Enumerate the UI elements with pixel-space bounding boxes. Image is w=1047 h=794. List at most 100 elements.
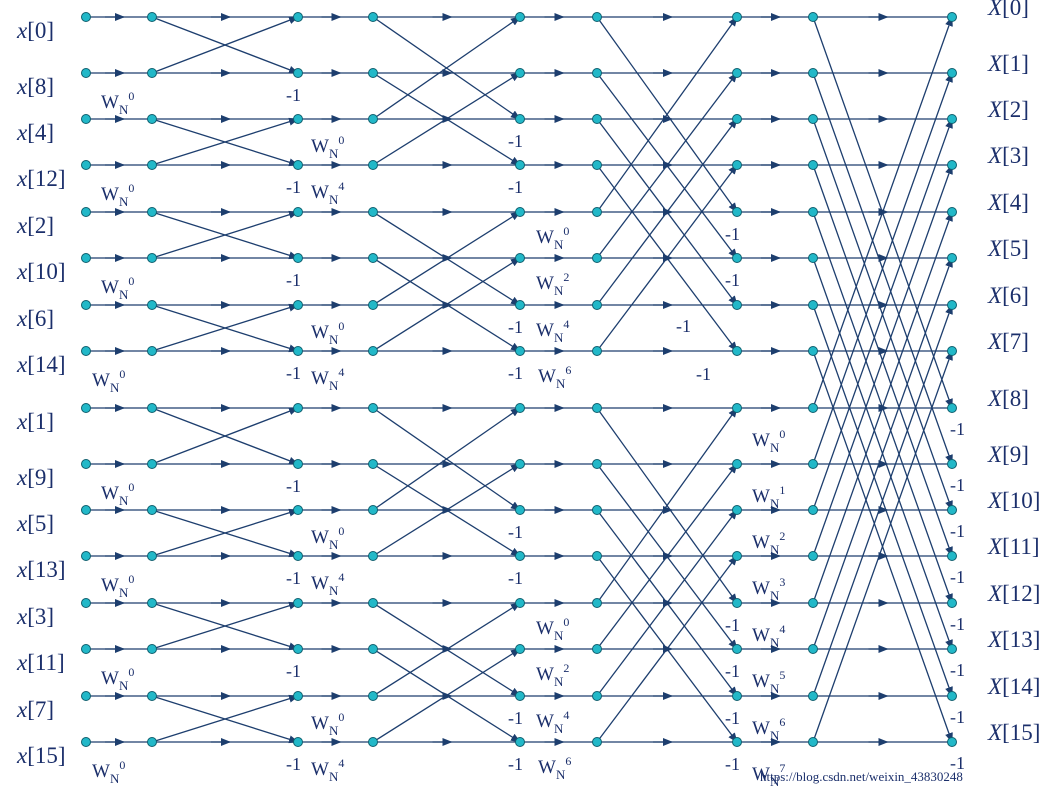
node-r7-c0 [81, 346, 91, 356]
negation-label: -1 [676, 316, 691, 336]
node-r2-c3 [368, 114, 378, 124]
node-r13-c0 [81, 644, 91, 654]
butterfly-s2-6-4 [372, 211, 521, 306]
negation-label: -1 [725, 270, 740, 290]
node-r1-c3 [368, 68, 378, 78]
twiddle-factor-label: WN4 [752, 622, 785, 650]
node-r5-c6 [732, 253, 742, 263]
node-r4-c0 [81, 207, 91, 217]
negation-label: -1 [950, 567, 965, 587]
node-r1-c4 [515, 68, 525, 78]
node-r12-c0 [81, 598, 91, 608]
node-r10-c2 [293, 505, 303, 515]
butterfly-s3-14-10 [596, 509, 738, 697]
node-r14-c5 [592, 691, 602, 701]
output-label: X[8] [987, 386, 1029, 411]
node-r11-c0 [81, 551, 91, 561]
butterfly-s4-14-6 [812, 304, 953, 697]
node-r9-c0 [81, 459, 91, 469]
node-r14-c7 [808, 691, 818, 701]
butterfly-s4-10-2 [812, 118, 953, 511]
node-r14-c8 [947, 691, 957, 701]
twiddle-factor-label: WN0 [311, 319, 344, 347]
node-r12-c8 [947, 598, 957, 608]
twiddle-factor-label: WN4 [311, 570, 344, 598]
butterfly-s3-7-3 [596, 164, 738, 352]
input-label: x[10] [16, 259, 66, 284]
node-r8-c0 [81, 403, 91, 413]
node-r7-c7 [808, 346, 818, 356]
node-r1-c8 [947, 68, 957, 78]
butterfly-s1-3-2 [151, 117, 299, 166]
node-r13-c6 [732, 644, 742, 654]
input-label: x[15] [16, 743, 66, 768]
output-label: X[11] [987, 534, 1040, 559]
diagram-labels: x[0]x[8]x[4]x[12]x[2]x[10]x[6]x[14]x[1]x… [16, 0, 1040, 789]
node-r6-c3 [368, 300, 378, 310]
node-r4-c4 [515, 207, 525, 217]
node-r1-c5 [592, 68, 602, 78]
node-r2-c1 [147, 114, 157, 124]
node-r13-c3 [368, 644, 378, 654]
butterfly-s2-14-12 [372, 602, 521, 697]
node-r1-c0 [81, 68, 91, 78]
butterfly-s2-2-0 [372, 16, 521, 120]
twiddle-factor-label: WN0 [536, 615, 569, 643]
node-r13-c1 [147, 644, 157, 654]
node-r14-c1 [147, 691, 157, 701]
twiddle-factor-label: WN0 [752, 427, 785, 455]
node-r9-c3 [368, 459, 378, 469]
twiddle-factor-label: WN7 [752, 761, 785, 789]
negation-label: -1 [286, 85, 301, 105]
node-r9-c7 [808, 459, 818, 469]
node-r9-c5 [592, 459, 602, 469]
node-r10-c0 [81, 505, 91, 515]
node-r9-c1 [147, 459, 157, 469]
twiddle-factor-label: WN4 [311, 756, 344, 784]
input-label: x[4] [16, 120, 54, 145]
node-r5-c0 [81, 253, 91, 263]
node-r4-c2 [293, 207, 303, 217]
node-r13-c7 [808, 644, 818, 654]
output-label: X[3] [987, 143, 1029, 168]
node-r10-c3 [368, 505, 378, 515]
node-r8-c7 [808, 403, 818, 413]
watermark: https://blog.csdn.net/weixin_43830248 [760, 769, 963, 784]
node-r10-c7 [808, 505, 818, 515]
node-r3-c1 [147, 160, 157, 170]
negation-label: -1 [286, 476, 301, 496]
node-r8-c4 [515, 403, 525, 413]
butterfly-s1-11-10 [151, 508, 299, 557]
node-r1-c2 [293, 68, 303, 78]
node-r9-c2 [293, 459, 303, 469]
butterfly-s2-15-13 [372, 648, 521, 743]
node-r3-c5 [592, 160, 602, 170]
negation-label: -1 [286, 363, 301, 383]
node-r1-c6 [732, 68, 742, 78]
butterfly-edges [86, 13, 953, 746]
node-r0-c4 [515, 12, 525, 22]
output-label: X[0] [987, 0, 1029, 20]
butterfly-s3-6-2 [596, 118, 738, 306]
output-label: X[10] [987, 488, 1040, 513]
negation-label: -1 [950, 614, 965, 634]
node-r8-c8 [947, 403, 957, 413]
twiddle-factor-label: WN0 [311, 710, 344, 738]
output-label: X[13] [987, 627, 1040, 652]
node-r11-c8 [947, 551, 957, 561]
twiddle-factor-label: WN0 [101, 89, 134, 117]
twiddle-factor-label: WN4 [536, 317, 569, 345]
input-label: x[1] [16, 409, 54, 434]
negation-label: -1 [508, 708, 523, 728]
node-r5-c7 [808, 253, 818, 263]
node-r0-c8 [947, 12, 957, 22]
input-label: x[0] [16, 18, 54, 43]
node-r8-c5 [592, 403, 602, 413]
twiddle-factor-label: WN0 [101, 274, 134, 302]
twiddle-factor-label: WN2 [536, 661, 569, 689]
input-label: x[11] [16, 650, 65, 675]
butterfly-s4-15-7 [812, 350, 953, 743]
node-r1-c1 [147, 68, 157, 78]
node-r3-c3 [368, 160, 378, 170]
